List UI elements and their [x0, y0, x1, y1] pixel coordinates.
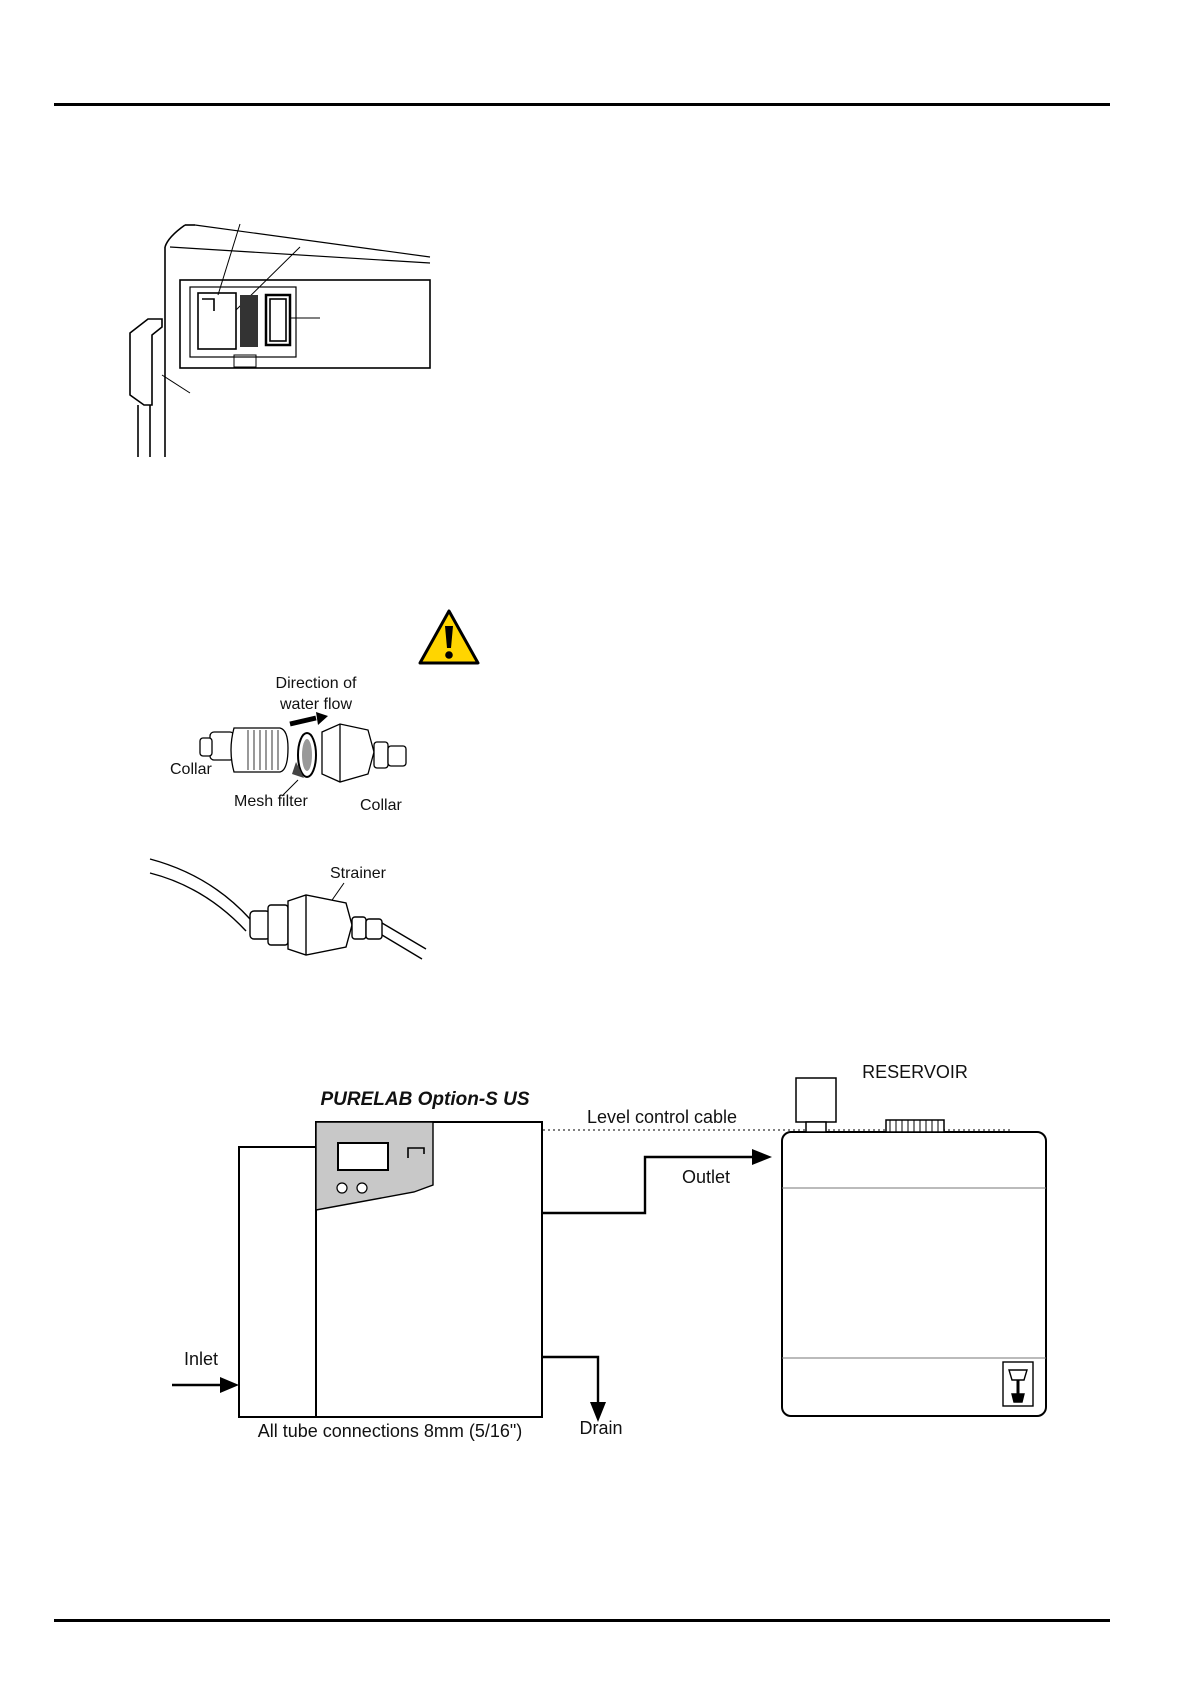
- warning-icon: [417, 608, 481, 666]
- level-cable-label: Level control cable: [587, 1107, 737, 1127]
- reservoir-label: RESERVOIR: [862, 1062, 968, 1082]
- collar-right-label: Collar: [360, 797, 402, 814]
- mesh-filter-part: [292, 733, 316, 778]
- flow-direction-label-line2: water flow: [279, 696, 352, 713]
- strainer-label: Strainer: [330, 865, 387, 882]
- footer-rule: [54, 1619, 1110, 1622]
- flow-direction-label-line1: Direction of: [276, 675, 357, 692]
- outlet-line: [542, 1149, 772, 1213]
- strainer-assembled-figure: Strainer: [150, 855, 430, 975]
- tube-connections-note: All tube connections 8mm (5/16"): [258, 1421, 523, 1441]
- inlet-line: [172, 1377, 239, 1393]
- flow-direction-arrow-icon: [290, 712, 328, 725]
- drain-label: Drain: [579, 1418, 622, 1438]
- inlet-label: Inlet: [184, 1349, 218, 1369]
- power-plug: [130, 319, 162, 457]
- purelab-unit: [239, 1122, 542, 1417]
- installation-schematic: PURELAB Option-S US Level control cable …: [0, 1050, 1192, 1450]
- power-inlet-illustration: [110, 215, 440, 465]
- header-rule: [54, 103, 1110, 106]
- strainer-exploded-figure: Direction of water flow Collar Mesh filt…: [170, 670, 440, 830]
- collar-left-part: [200, 728, 288, 772]
- drain-line: [542, 1357, 606, 1422]
- mesh-filter-label: Mesh filter: [234, 793, 308, 810]
- collar-right-part: [322, 724, 406, 782]
- fuse-drawer: [240, 295, 258, 347]
- reservoir-tap-icon: [1003, 1362, 1033, 1406]
- outlet-label: Outlet: [682, 1167, 730, 1187]
- collar-left-label: Collar: [170, 761, 212, 778]
- unit-title: PURELAB Option-S US: [321, 1089, 530, 1110]
